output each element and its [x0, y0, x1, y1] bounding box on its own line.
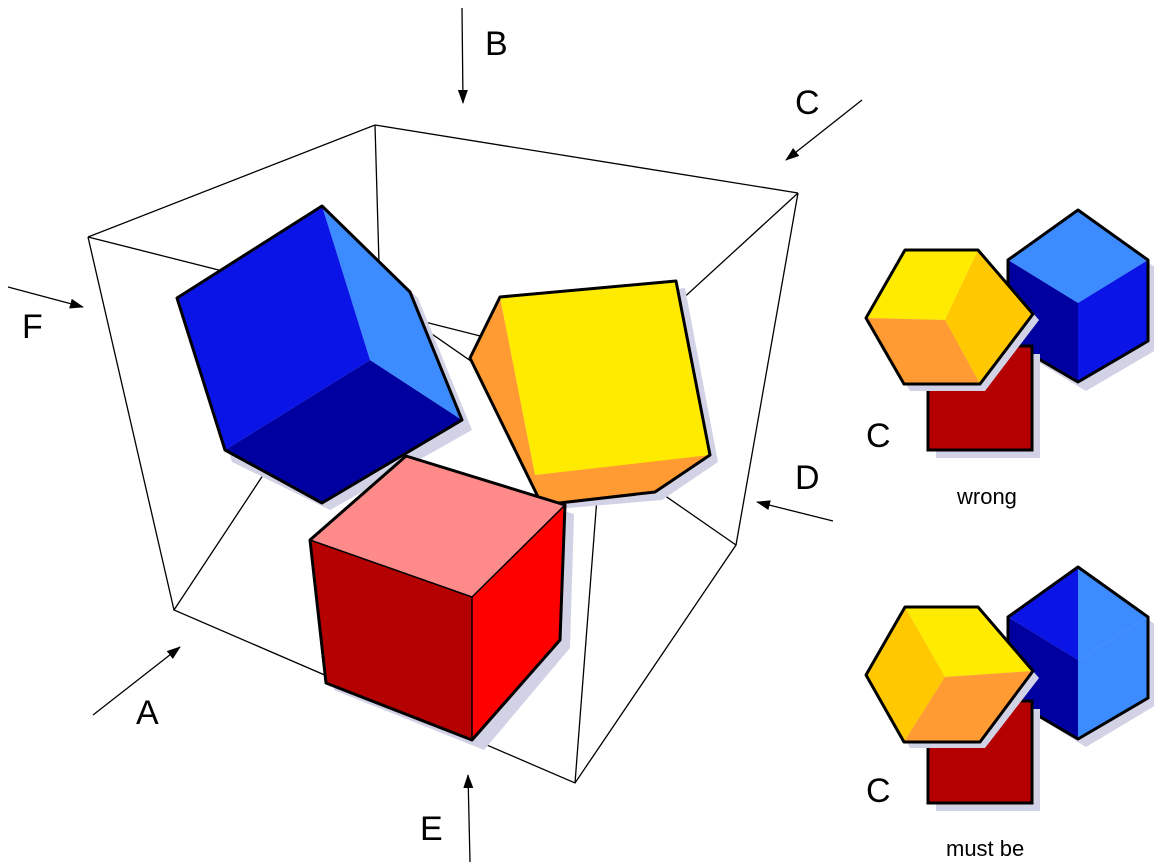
- view-label-c: C: [795, 84, 820, 122]
- arrow-a: [92, 646, 181, 716]
- inset-wrong-blue-cube: [1006, 208, 1154, 391]
- inset-wrong-view-label: C: [866, 417, 891, 455]
- blue-cube-dark-face: [225, 360, 462, 503]
- red-cube-outline: [308, 454, 567, 742]
- red-cube-front-face: [310, 540, 472, 740]
- arrow-c: [785, 99, 863, 161]
- view-label-d: D: [795, 459, 820, 497]
- inset-must-be-view-label: C: [866, 772, 891, 810]
- inset-must-be: C must be: [864, 565, 1154, 861]
- yellow-cube-orange-face: [470, 297, 710, 505]
- red-cube: [308, 454, 574, 750]
- inset-must-be-caption: must be: [946, 836, 1024, 861]
- yellow-cube-front-face: [500, 281, 710, 475]
- arrow-d: [756, 500, 834, 522]
- arrow-b: [457, 7, 468, 104]
- yellow-cube: [468, 279, 718, 510]
- inset-wrong-caption: wrong: [956, 484, 1017, 509]
- blue-cube-light-face: [322, 206, 462, 420]
- blue-cube: [175, 204, 472, 510]
- view-label-a: A: [136, 694, 159, 732]
- inset-wrong: C wrong: [864, 208, 1154, 509]
- arrow-e: [463, 774, 474, 863]
- bounding-box-front-edges: [87, 192, 799, 611]
- red-cube-side-face: [472, 505, 565, 740]
- blue-cube-outline: [175, 204, 464, 505]
- view-arrows: [7, 7, 863, 863]
- arrow-f: [7, 286, 84, 309]
- view-label-b: B: [485, 25, 508, 63]
- view-label-e: E: [420, 810, 443, 848]
- inset-wrong-yellow-cube: [864, 248, 1039, 391]
- blue-cube-front-face: [177, 206, 370, 450]
- view-label-f: F: [22, 308, 43, 346]
- inset-must-be-blue-cube: [1006, 565, 1154, 747]
- inset-must-be-yellow-cube: [864, 605, 1039, 748]
